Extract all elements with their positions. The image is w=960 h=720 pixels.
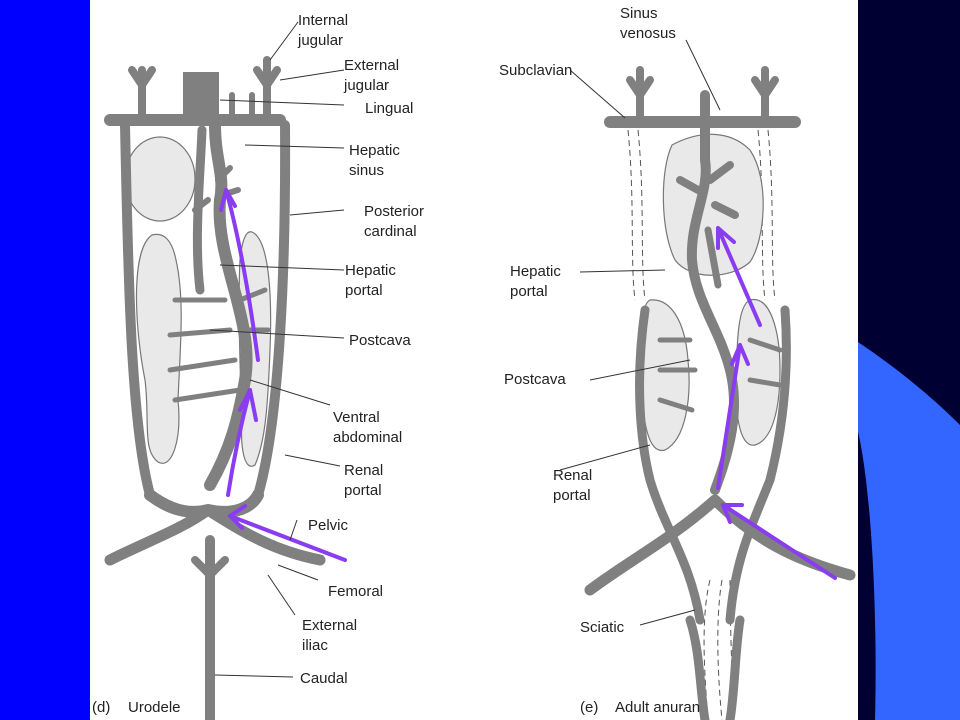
caption-d-letter: (d) (92, 699, 110, 716)
slide-corner-light (855, 340, 960, 720)
label-external-iliac-line1: External (302, 617, 357, 634)
label-anuran-hepatic-portal-line1: Hepatic (510, 263, 561, 280)
veins-urodele (104, 56, 326, 720)
label-pelvic: Pelvic (308, 517, 349, 534)
kidney-left-anuran (640, 299, 690, 451)
liver-sinus-region (124, 136, 196, 222)
label-ventral-abdominal-line2: abdominal (333, 429, 402, 446)
label-renal-portal-line2: portal (344, 482, 382, 499)
label-hepatic-sinus-line1: Hepatic (349, 142, 400, 159)
caption-adult-anuran: Adult anuran (615, 699, 700, 716)
label-renal-portal-line1: Renal (344, 462, 383, 479)
label-anuran-postcava: Postcava (504, 371, 566, 388)
label-hepatic-portal-line2: portal (345, 282, 383, 299)
label-sciatic: Sciatic (580, 619, 625, 636)
label-external-iliac-line2: iliac (302, 637, 328, 654)
flow-arrow-anuran (721, 503, 837, 580)
caption-e-letter: (e) (580, 699, 598, 716)
label-caudal: Caudal (300, 670, 348, 687)
panel-urodele: Internal jugular External jugular Lingua… (92, 12, 424, 720)
panel-adult-anuran: Sinus venosus Subclavian Hepatic portal … (499, 5, 856, 720)
diagram-svg: Internal jugular External jugular Lingua… (92, 5, 856, 720)
flow-arrow-urodele (228, 504, 347, 562)
veins-anuran (584, 66, 856, 720)
label-femoral: Femoral (328, 583, 383, 600)
label-anuran-hepatic-portal-line2: portal (510, 283, 548, 300)
figure-circulatory-diagram: Internal jugular External jugular Lingua… (90, 0, 858, 720)
caption-urodele: Urodele (128, 699, 181, 716)
label-posterior-cardinal-line1: Posterior (364, 203, 424, 220)
label-ventral-abdominal-line1: Ventral (333, 409, 380, 426)
label-subclavian: Subclavian (499, 62, 572, 79)
label-external-jugular-line2: jugular (343, 77, 389, 94)
label-sinus-venosus-line2: venosus (620, 25, 676, 42)
label-sinus-venosus-line1: Sinus (620, 5, 658, 22)
kidney-right-anuran (735, 299, 781, 446)
label-anuran-renal-portal-line2: portal (553, 487, 591, 504)
label-external-jugular-line1: External (344, 57, 399, 74)
label-anuran-renal-portal-line1: Renal (553, 467, 592, 484)
label-postcava: Postcava (349, 332, 411, 349)
label-lingual: Lingual (365, 100, 413, 117)
label-hepatic-sinus-line2: sinus (349, 162, 384, 179)
label-internal-jugular-line2: jugular (297, 32, 343, 49)
label-internal-jugular-line1: Internal (298, 12, 348, 29)
label-posterior-cardinal-line2: cardinal (364, 223, 417, 240)
kidney-left (135, 233, 182, 464)
label-hepatic-portal-line1: Hepatic (345, 262, 396, 279)
